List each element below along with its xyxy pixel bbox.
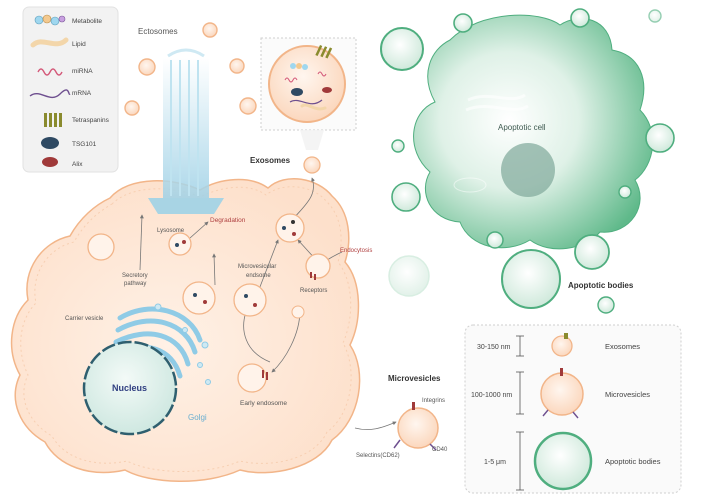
label-early-endosome: Early endosome [240,400,287,407]
legend-label-mrna: mRNA [72,90,92,97]
legend-label-alix: Alix [72,161,83,168]
tsg101-icon [41,137,59,149]
mve-right [233,283,267,317]
alix-icon [42,157,58,167]
nucleus [82,340,178,436]
intracellular-vesicle [87,233,115,261]
receptor-vesicle [305,253,331,280]
ectosome-vesicles [124,22,257,116]
label-mve-1: Microvesicular [238,264,276,270]
metabolite-icon [34,14,66,26]
label-microvesicles: Microvesicles [388,374,441,383]
label-golgi: Golgi [188,413,207,422]
legend-label-tetraspanins: Tetraspanins [72,117,110,124]
label-ectosomes: Ectosomes [138,27,178,36]
lipid-icon [30,37,69,48]
mve-top [275,213,305,243]
size-row-3-size: 1-5 μm [484,459,506,466]
legend-label-metabolite: Metabolite [72,18,102,25]
label-cd40: CD40 [432,447,448,453]
mve-left [182,281,216,315]
label-secretory-1: Secretory [122,273,148,279]
label-nucleus: Nucleus [112,383,147,393]
label-endocytosis: Endocytosis [340,248,372,254]
size-row-1-name: Exosomes [605,342,640,351]
mirna-icon [37,68,63,76]
label-selectins: Selectins(CD62) [356,453,400,459]
label-apoptotic-bodies: Apoptotic bodies [568,281,634,290]
label-receptors: Receptors [300,288,327,294]
size-row-2-size: 100-1000 nm [471,392,512,399]
size-row-2-name: Microvesicles [605,390,650,399]
exosome-zoom-box [260,37,357,150]
lysosome [168,232,192,256]
label-secretory-2: pathway [124,281,146,287]
legend-label-mirna: miRNA [72,68,93,75]
label-mve-2: endsome [246,273,271,279]
legend-label-tsg101: TSG101 [72,141,97,148]
size-row-1-size: 30-150 nm [477,344,511,351]
legend-label-lipid: Lipid [72,41,86,48]
apoptotic-bodies [380,8,675,314]
label-apoptotic-cell: Apoptotic cell [498,123,546,132]
exosome-released [303,156,321,174]
microvesicle [393,402,439,451]
label-lysosome: Lysosome [157,228,185,234]
mrna-icon [29,89,71,99]
label-carrier-vesicle: Carrier vesicle [65,316,104,322]
ectosome-beam [148,48,224,214]
label-degradation: Degradation [210,217,246,224]
size-row-3-name: Apoptotic bodies [605,457,661,466]
tetraspanins-icon [44,113,62,127]
apoptotic-cell [413,14,654,250]
size-legend [464,324,682,494]
molecule-legend: Metabolite Lipid miRNA mRNA Tetraspanins… [22,6,119,173]
label-exosomes: Exosomes [250,156,291,165]
small-endosome [291,305,305,319]
early-endosome [237,363,268,393]
label-integrins: Integrins [422,398,445,404]
